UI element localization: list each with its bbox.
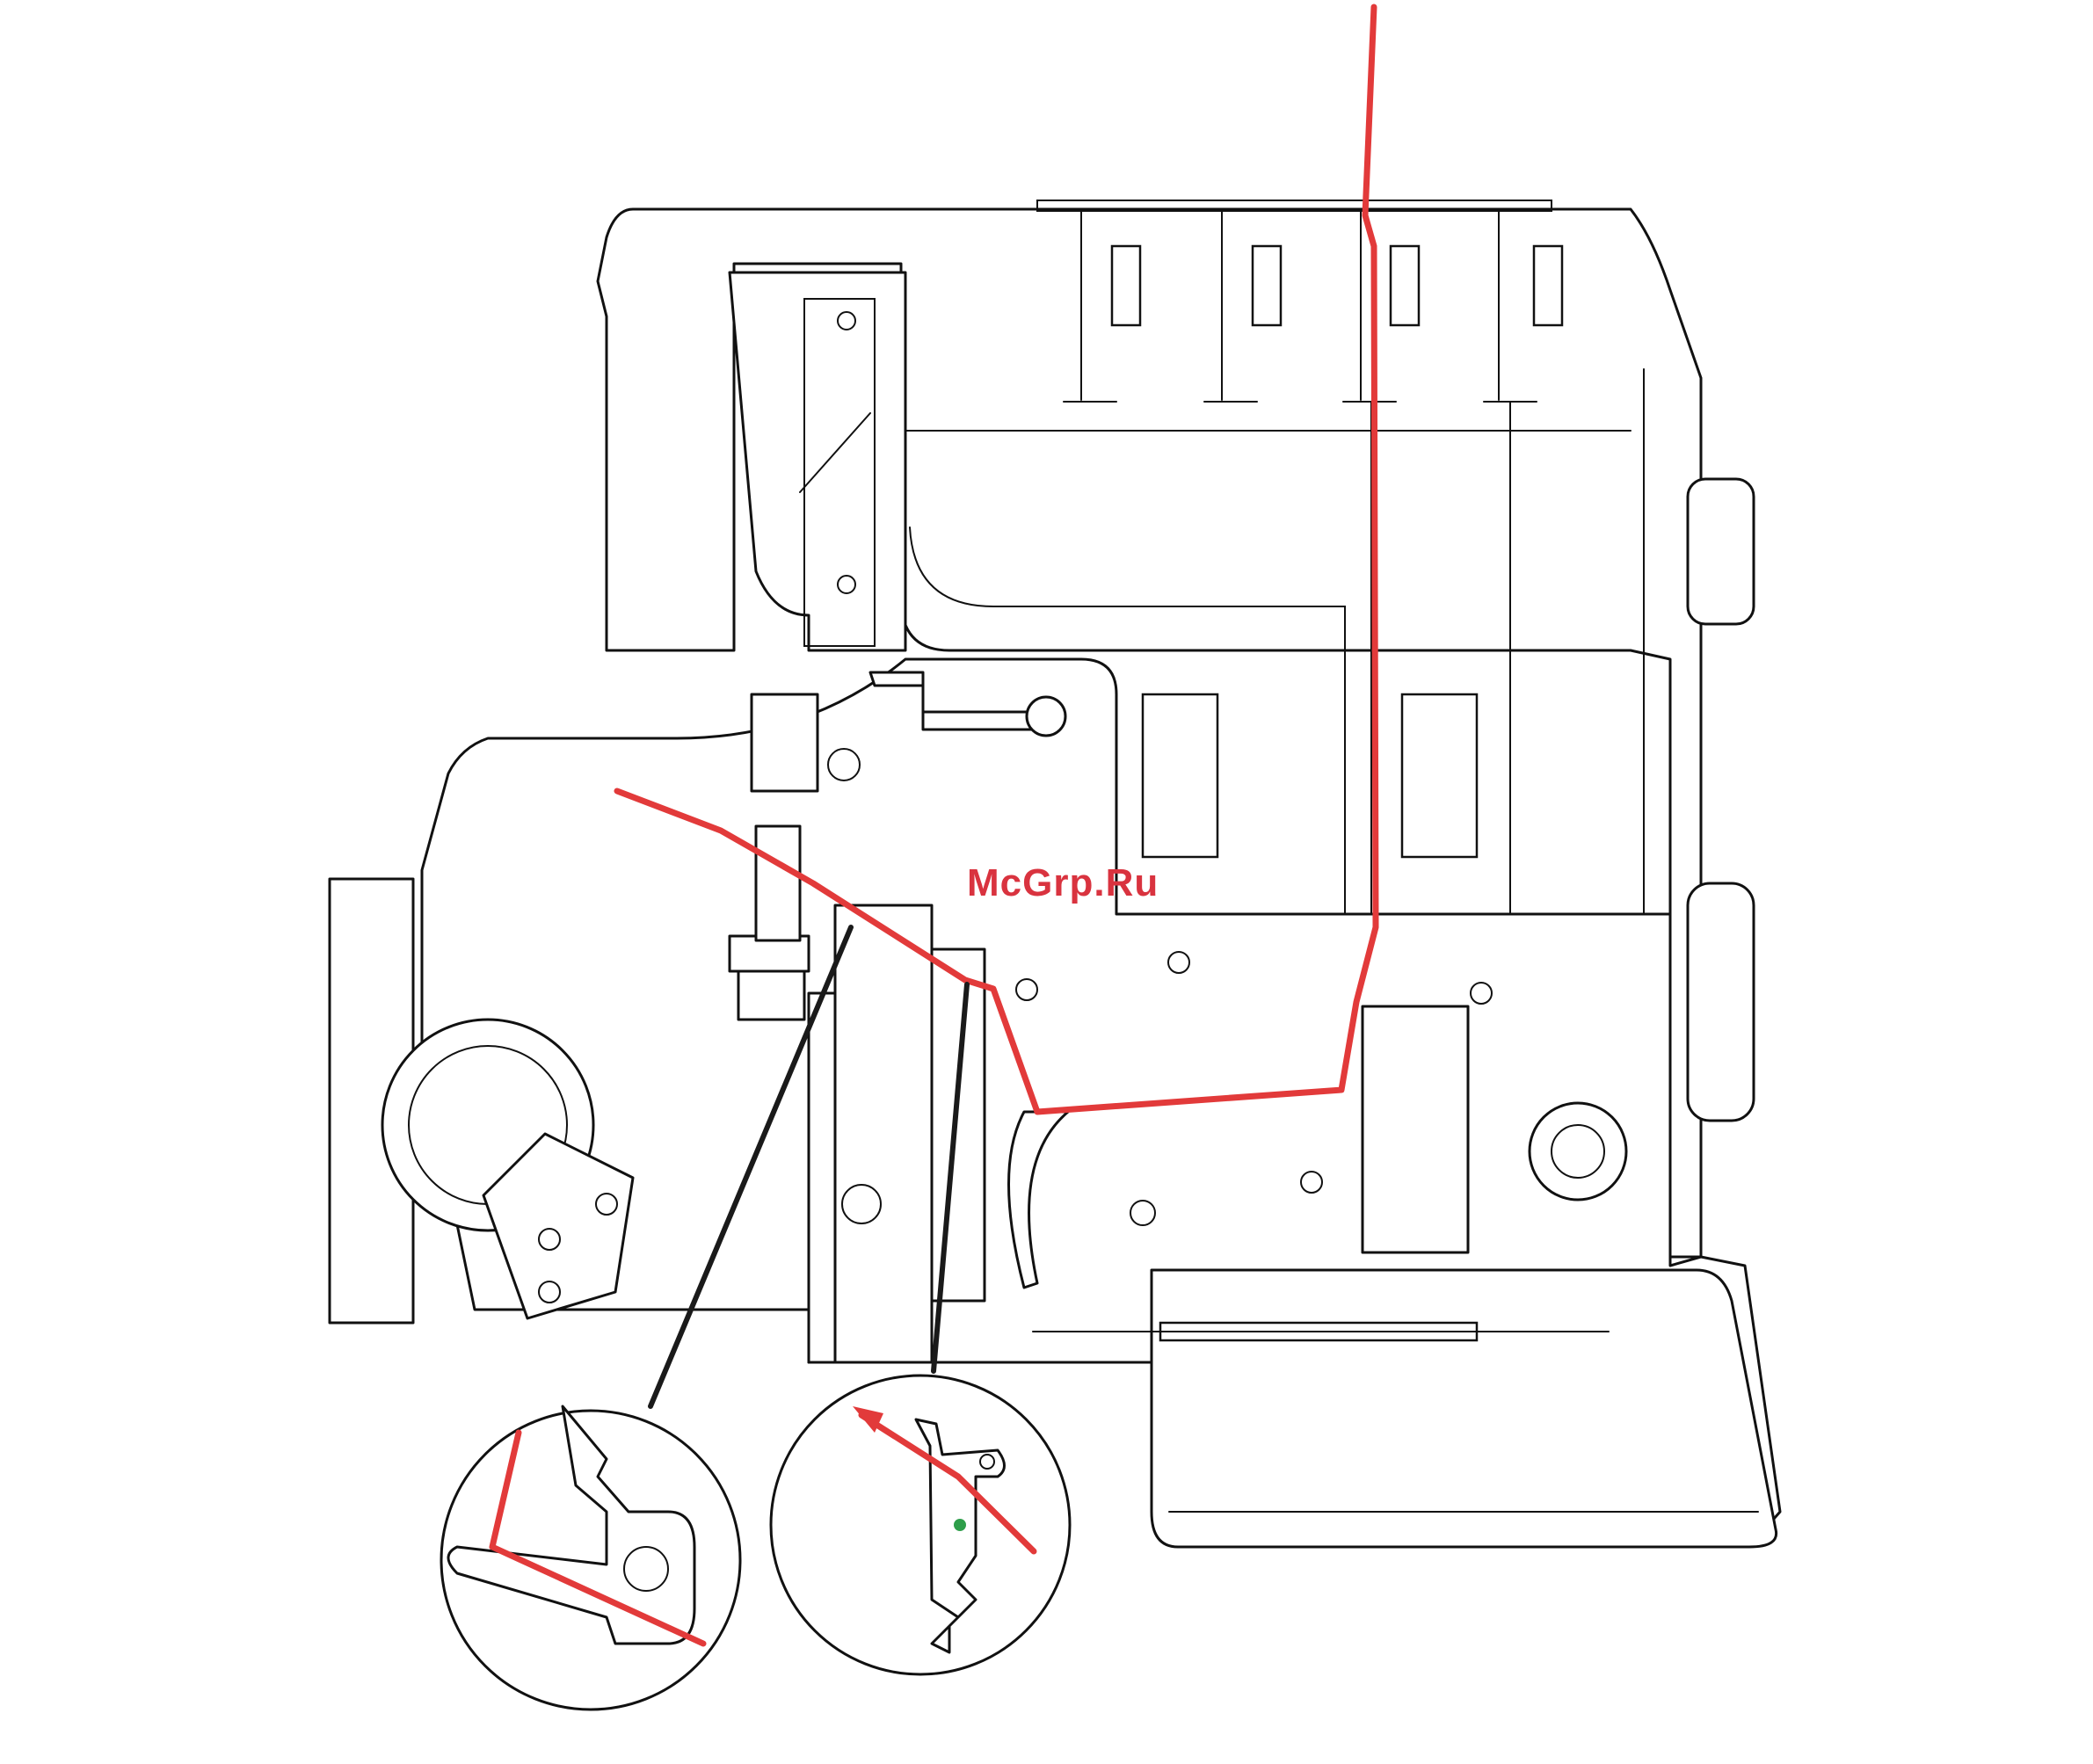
needle-housing [730, 272, 905, 650]
lower-looper-bracket [1363, 1006, 1468, 1252]
link-screw [1027, 697, 1065, 736]
right-dial [1530, 1103, 1626, 1200]
indicator-dot [954, 1519, 966, 1531]
detail-magnifier-right [771, 1376, 1070, 1674]
right-knob-upper [1688, 479, 1754, 624]
watermark-text: McGrp.Ru [967, 861, 1159, 905]
window-right [1402, 694, 1477, 857]
window-left [1143, 694, 1217, 857]
cover-flap [1152, 1270, 1777, 1547]
detail-magnifier-left [441, 1406, 740, 1710]
right-knob-lower [1688, 883, 1754, 1121]
